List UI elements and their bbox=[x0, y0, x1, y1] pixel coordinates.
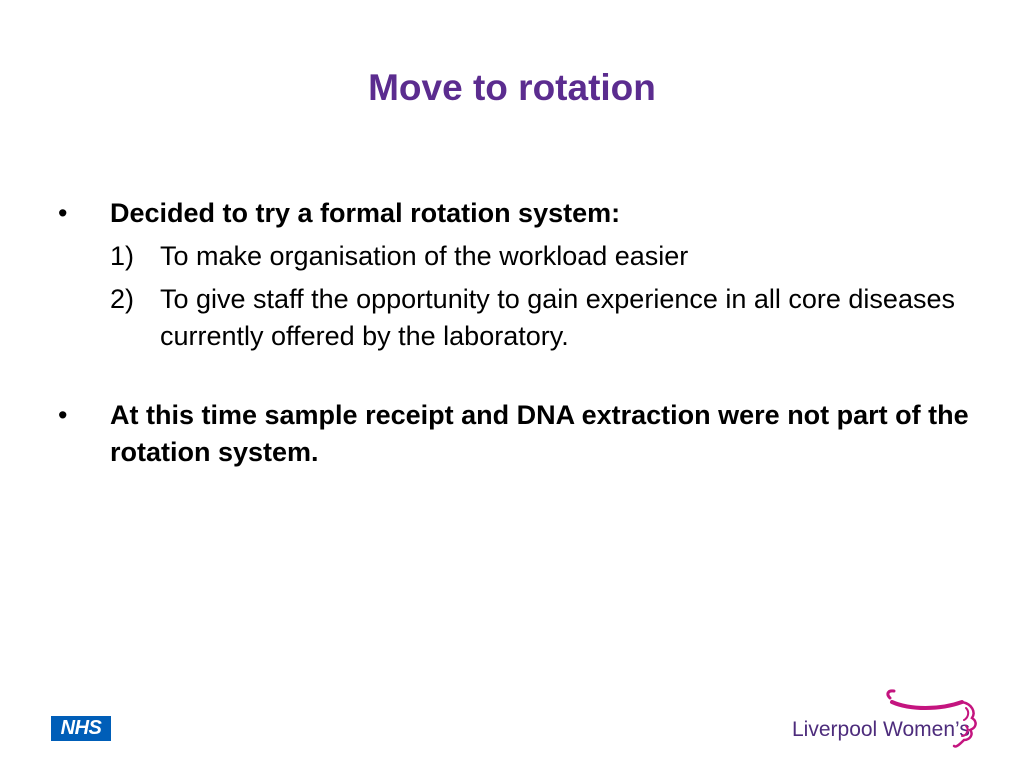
spacer bbox=[58, 355, 978, 397]
bullet-text: Decided to try a formal rotation system: bbox=[110, 198, 621, 228]
numbered-item: 2) To give staff the opportunity to gain… bbox=[58, 281, 978, 355]
bullet-marker: • bbox=[58, 400, 68, 430]
bullet-marker: • bbox=[58, 198, 68, 228]
item-number: 2) bbox=[110, 284, 135, 314]
item-text: To give staff the opportunity to gain ex… bbox=[160, 284, 955, 351]
trust-logo-text: Liverpool Women’s bbox=[792, 718, 970, 741]
bullet-text: At this time sample receipt and DNA extr… bbox=[110, 400, 969, 467]
item-text: To make organisation of the workload eas… bbox=[160, 241, 689, 271]
bullet-item: • Decided to try a formal rotation syste… bbox=[58, 195, 978, 232]
liverpool-womens-logo: Liverpool Women’s bbox=[790, 688, 990, 750]
slide-content: • Decided to try a formal rotation syste… bbox=[58, 195, 978, 471]
item-number: 1) bbox=[110, 241, 135, 271]
bullet-item: • At this time sample receipt and DNA ex… bbox=[58, 397, 978, 471]
numbered-item: 1) To make organisation of the workload … bbox=[58, 238, 978, 275]
slide-title: Move to rotation bbox=[368, 67, 656, 108]
nhs-logo: NHS bbox=[51, 716, 111, 741]
profile-swoosh-icon bbox=[886, 689, 977, 748]
